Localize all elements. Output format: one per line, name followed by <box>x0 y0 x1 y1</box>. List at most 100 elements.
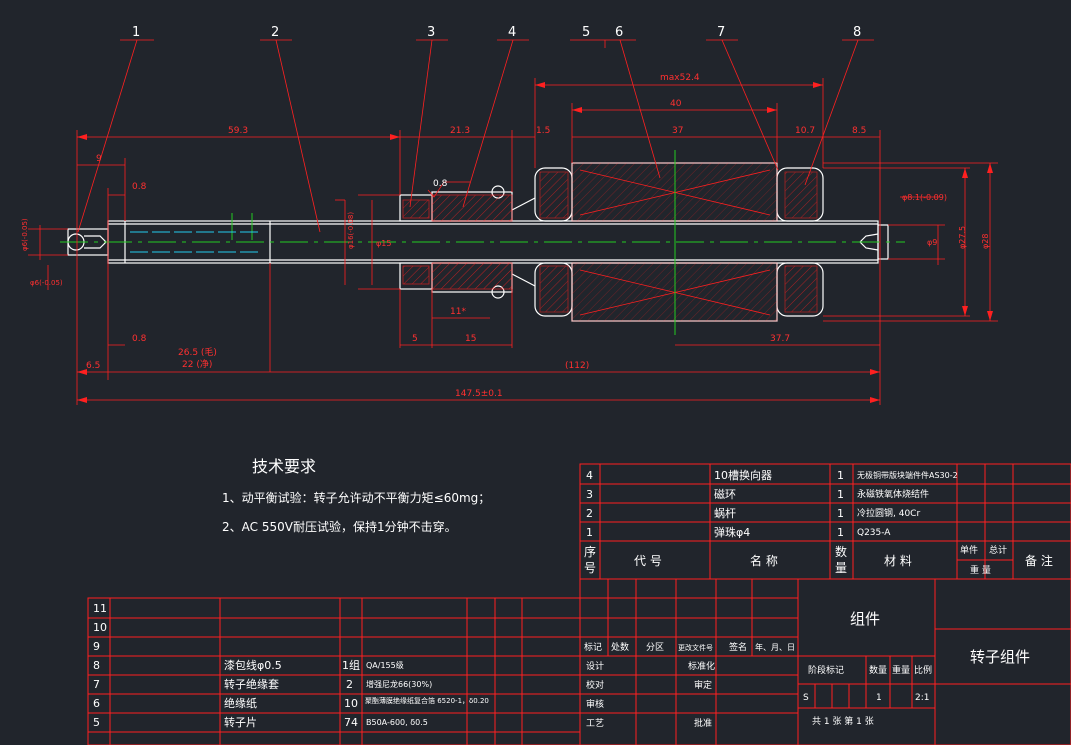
bom-row-qty: 1组 <box>342 658 360 672</box>
dim-59: 59.3 <box>228 126 248 136</box>
dim-26-5: 26.5 (毛) <box>178 346 217 358</box>
balloon-7: 7 <box>717 25 725 40</box>
bom-row-seq: 2 <box>586 507 593 520</box>
balloon-4: 4 <box>508 25 516 40</box>
bom-row-material: Q235-A <box>857 528 891 538</box>
balloon-2: 2 <box>271 25 279 40</box>
header-weight: 重 量 <box>970 564 991 576</box>
bom-row-name: 漆包线φ0.5 <box>224 658 282 672</box>
dim-6-5: 6.5 <box>86 361 100 371</box>
tb-count: 处数 <box>611 641 629 653</box>
bom-row-seq: 8 <box>93 659 100 672</box>
bom-row-seq: 4 <box>586 469 593 482</box>
tb-drawing-name: 转子组件 <box>970 648 1030 666</box>
bom-row-name: 转子绝缘套 <box>224 677 279 691</box>
dim-11: 11* <box>450 307 466 317</box>
requirements-title: 技术要求 <box>252 457 316 476</box>
dim-phi6-b: φ6(-0.05) <box>30 279 63 287</box>
bom-row-qty: 1 <box>837 488 844 501</box>
tb-zone: 分区 <box>646 642 664 653</box>
dim-max52: max52.4 <box>660 73 700 83</box>
dim-37-7: 37.7 <box>770 334 790 344</box>
tb-qty: 数量 <box>869 664 887 676</box>
header-qty-2: 量 <box>835 561 847 575</box>
header-material: 材 料 <box>884 554 912 568</box>
bom-row-name: 磁环 <box>714 488 736 501</box>
balloon-8: 8 <box>853 25 861 40</box>
bom-row-seq: 6 <box>93 697 100 710</box>
balloon-5: 5 <box>582 25 590 40</box>
bom-row-name: 蜗杆 <box>714 506 736 520</box>
bom-row-name: 绝缘纸 <box>224 696 257 710</box>
bom-row-seq: 9 <box>93 640 100 653</box>
bom-row-material: 冷拉圆钢, 40Cr <box>857 507 920 519</box>
balloon-1: 1 <box>132 25 140 40</box>
dimension-lines <box>28 39 998 405</box>
header-unit: 单件 <box>960 544 978 556</box>
arrowheads <box>77 82 993 403</box>
bom-row-material: QA/155级 <box>366 660 404 670</box>
tb-s: S <box>803 693 809 703</box>
dim-phi9: φ9 <box>927 238 937 247</box>
bom-row-qty: 2 <box>346 678 353 691</box>
tb-signature: 签名 <box>729 641 747 653</box>
tb-scale: 比例 <box>914 664 932 676</box>
balloon-6: 6 <box>615 25 623 40</box>
requirement-2: 2、AC 550V耐压试验，保持1分钟不击穿。 <box>222 519 457 534</box>
header-note: 备 注 <box>1025 553 1053 568</box>
dim-phi8: φ8.1(-0.09) <box>902 193 947 202</box>
dim-0-8-top: 0.8 <box>132 182 147 192</box>
header-total: 总计 <box>989 544 1007 556</box>
tb-ratio: 2:1 <box>915 693 929 703</box>
tb-design: 设计 <box>586 660 604 672</box>
tb-stage: 阶段标记 <box>808 664 844 676</box>
technical-requirements: 技术要求 1、动平衡试验：转子允许动不平衡力矩≤60mg； 2、AC 550V耐… <box>222 457 490 534</box>
bom-row-seq: 11 <box>93 602 107 615</box>
requirement-1: 1、动平衡试验：转子允许动不平衡力矩≤60mg； <box>222 490 490 505</box>
balloon-numbers: 1 2 3 4 5 6 7 8 <box>132 25 861 40</box>
balloon-3: 3 <box>427 25 435 40</box>
tb-change-doc: 更改文件号 <box>678 643 713 652</box>
bom-bottom-grid <box>87 597 581 745</box>
bom-row-seq: 3 <box>586 488 593 501</box>
bom-row-qty: 74 <box>344 716 358 729</box>
tb-group-title: 组件 <box>850 610 880 628</box>
center-line <box>60 150 905 335</box>
dim-5: 5 <box>412 334 418 344</box>
dim-37: 37 <box>672 126 683 136</box>
header-qty-1: 数 <box>835 544 847 559</box>
dim-21: 21.3 <box>450 126 470 136</box>
bom-row-material: 增强尼龙66(30%) <box>366 679 432 689</box>
tb-review: 审定 <box>694 679 712 691</box>
tb-mark: 标记 <box>584 641 602 653</box>
dim-phi16: φ16(-0.08) <box>347 212 355 249</box>
bom-row-material: 永磁铁氧体烧结件 <box>857 488 929 500</box>
bom-row-seq: 7 <box>93 678 100 691</box>
dimension-texts: max52.4 40 59.3 21.3 1.5 37 10.7 8.5 9 0… <box>21 73 990 399</box>
header-seq-2: 号 <box>584 561 596 575</box>
bom-row-name: 转子片 <box>224 715 257 729</box>
bom-top-rows: 4 10槽换向器 1 无极铜带版块端件件AS30-2 3 磁环 1 永磁铁氧体烧… <box>584 468 1053 576</box>
bom-row-qty: 1 <box>837 469 844 482</box>
dim-40: 40 <box>670 99 682 109</box>
dim-8-5: 8.5 <box>852 126 866 136</box>
bom-row-seq: 10 <box>93 621 107 634</box>
dim-phi15: φ15 <box>376 239 391 248</box>
dim-phi6-a: φ6(-0.05) <box>21 218 29 251</box>
tb-sheets: 共 1 张 第 1 张 <box>812 715 874 727</box>
bom-bottom-rows: 11 10 9 8 漆包线φ0.5 1组 QA/155级 7 转子绝缘套 2 增… <box>93 602 489 729</box>
tb-weight: 重量 <box>892 664 910 676</box>
bom-row-material: 无极铜带版块端件件AS30-2 <box>857 470 958 480</box>
dim-147-5: 147.5±0.1 <box>455 389 503 399</box>
bom-row-material: 聚酯薄膜绝缘纸复合箔 6520-1，δ0.20 <box>365 696 489 705</box>
dim-22: 22 (净) <box>182 358 212 370</box>
bom-row-qty: 1 <box>837 507 844 520</box>
header-seq-1: 序 <box>584 544 596 559</box>
tb-standardization: 标准化 <box>688 660 715 672</box>
bom-row-qty: 1 <box>837 526 844 539</box>
dim-15: 15 <box>465 334 476 344</box>
bom-row-seq: 1 <box>586 526 593 539</box>
dim-phi27-5: φ27.5 <box>958 226 967 249</box>
tb-one: 1 <box>876 693 882 703</box>
